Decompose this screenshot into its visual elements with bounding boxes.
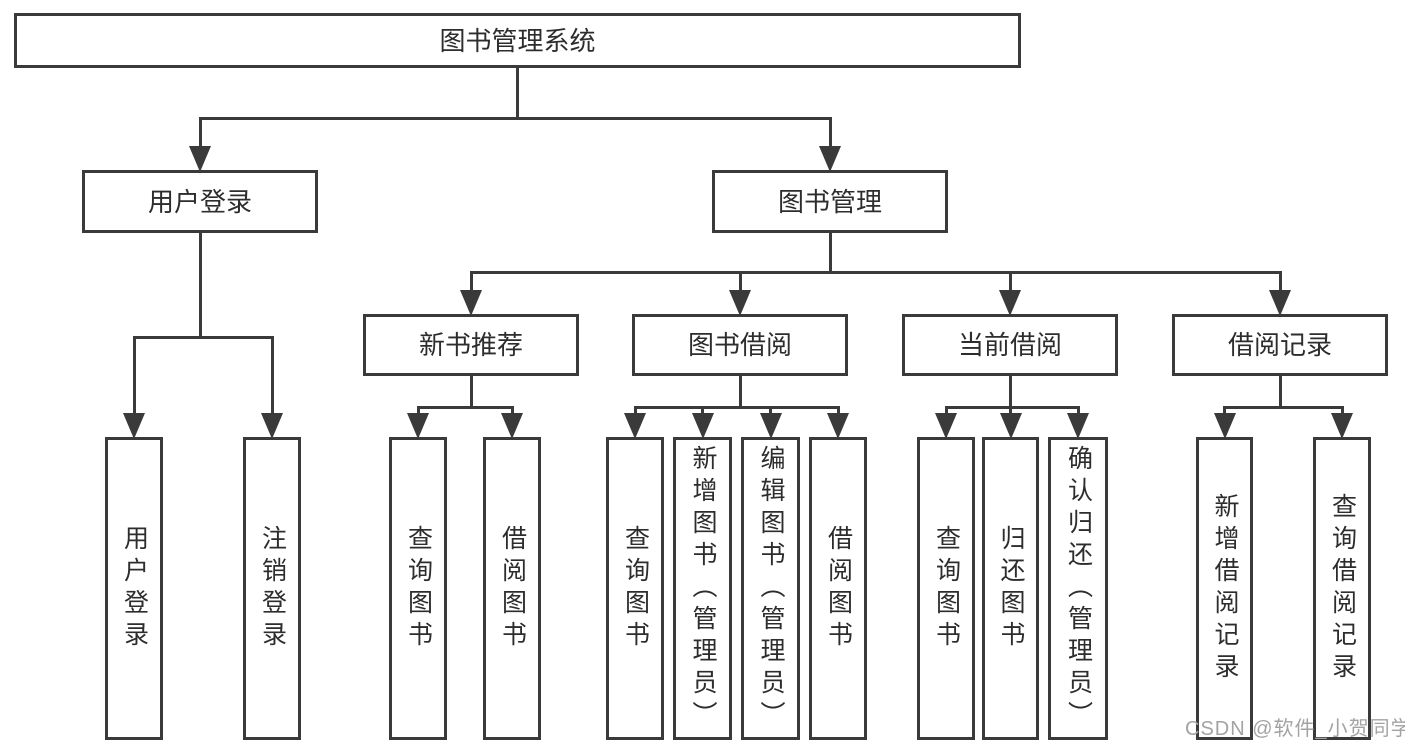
connector-drop-user-login xyxy=(198,233,202,339)
connector-branch-bw-query xyxy=(633,407,637,417)
connector-bus-root xyxy=(198,116,832,120)
csdn-watermark: CSDN @软件_小贺同学 xyxy=(1185,718,1405,740)
node-borrowing: 图书借阅 xyxy=(632,314,848,376)
connector-bus-records xyxy=(1223,405,1344,409)
connector-branch-borrowing xyxy=(738,272,742,294)
node-new-books: 新书推荐 xyxy=(363,314,579,376)
connector-drop-records xyxy=(1278,376,1282,409)
node-logout: 注销登录 xyxy=(243,437,301,740)
node-root: 图书管理系统 xyxy=(14,13,1021,68)
arrowhead-bw-add xyxy=(691,413,714,439)
node-bw-query: 查询图书 xyxy=(606,437,664,740)
arrowhead-rec-query xyxy=(1331,413,1353,439)
connector-bus-user-login xyxy=(132,335,274,339)
arrowhead-logout xyxy=(261,413,283,439)
node-rec-add: 新增借阅记录 xyxy=(1196,437,1253,740)
node-nb-query: 查询图书 xyxy=(389,437,447,740)
arrowhead-cur-confirm xyxy=(1067,413,1089,439)
arrowhead-rec-add xyxy=(1213,413,1236,439)
connector-branch-logout xyxy=(270,337,274,417)
connector-drop-borrowing xyxy=(738,376,742,409)
connector-branch-current xyxy=(1008,272,1012,294)
arrowhead-bw-edit xyxy=(759,413,782,439)
connector-drop-book-mgmt xyxy=(828,233,832,274)
node-user-login: 用户登录 xyxy=(82,170,318,233)
node-cur-return: 归还图书 xyxy=(982,437,1039,740)
arrowhead-cur-query xyxy=(935,413,957,439)
connector-branch-cur-confirm xyxy=(1076,407,1080,417)
connector-drop-new-books xyxy=(469,376,473,409)
arrowhead-new-books xyxy=(460,290,482,316)
node-book-mgmt: 图书管理 xyxy=(712,170,948,233)
connector-bus-book-mgmt xyxy=(469,270,1282,274)
arrowhead-login xyxy=(123,413,145,439)
node-cur-confirm: 确认归还（管理员） xyxy=(1048,437,1108,740)
arrowhead-bw-borrow xyxy=(827,413,849,439)
connector-branch-user-login xyxy=(198,118,202,150)
connector-bus-borrowing xyxy=(633,405,840,409)
arrowhead-book-mgmt xyxy=(819,146,841,172)
connector-branch-records xyxy=(1278,272,1282,294)
node-bw-borrow: 借阅图书 xyxy=(809,437,867,740)
connector-branch-bw-borrow xyxy=(836,407,840,417)
node-nb-borrow: 借阅图书 xyxy=(483,437,541,740)
node-records: 借阅记录 xyxy=(1172,314,1388,376)
connector-branch-login xyxy=(132,337,136,417)
arrowhead-borrowing xyxy=(729,290,751,316)
arrowhead-current xyxy=(999,290,1021,316)
connector-branch-bw-edit xyxy=(769,407,772,417)
node-login: 用户登录 xyxy=(105,437,163,740)
arrowhead-records xyxy=(1269,290,1291,316)
connector-branch-nb-borrow xyxy=(510,407,514,417)
arrowhead-cur-return xyxy=(999,413,1022,439)
node-bw-add: 新增图书（管理员） xyxy=(673,437,732,740)
connector-drop-current xyxy=(1008,376,1012,409)
node-current: 当前借阅 xyxy=(902,314,1118,376)
connector-bus-new-books xyxy=(416,405,514,409)
node-rec-query: 查询借阅记录 xyxy=(1313,437,1371,740)
connector-branch-rec-query xyxy=(1340,407,1344,417)
connector-branch-rec-add xyxy=(1223,407,1226,417)
arrowhead-bw-query xyxy=(624,413,646,439)
arrowhead-nb-borrow xyxy=(501,413,523,439)
connector-branch-new-books xyxy=(469,272,473,294)
node-cur-query: 查询图书 xyxy=(917,437,975,740)
arrowhead-nb-query xyxy=(407,413,429,439)
node-bw-edit: 编辑图书（管理员） xyxy=(741,437,800,740)
connector-branch-bw-add xyxy=(701,407,704,417)
connector-branch-book-mgmt xyxy=(828,118,832,150)
connector-drop-root xyxy=(516,68,519,120)
connector-branch-cur-query xyxy=(944,407,948,417)
connector-branch-nb-query xyxy=(416,407,420,417)
connector-bus-current xyxy=(944,405,1080,409)
connector-branch-cur-return xyxy=(1009,407,1012,417)
arrowhead-user-login xyxy=(189,146,211,172)
